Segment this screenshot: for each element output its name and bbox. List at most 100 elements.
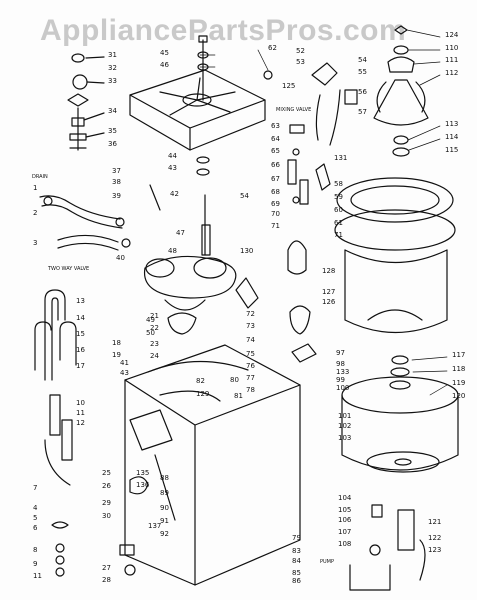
fill-hoses — [34, 289, 77, 486]
part-label-42: 42 — [170, 190, 179, 198]
part-label-92: 92 — [160, 530, 169, 538]
part-label-118: 118 — [452, 365, 465, 373]
part-label-70: 70 — [271, 210, 280, 218]
part-label-110: 110 — [445, 44, 458, 52]
part-label-71: 71 — [271, 222, 280, 230]
part-label-91: 91 — [160, 517, 169, 525]
part-label-59: 59 — [334, 193, 343, 201]
part-label-12: 12 — [76, 419, 85, 427]
part-label-131: 131 — [334, 154, 347, 162]
part-label-27: 27 — [102, 564, 111, 572]
part-label-drain: DRAIN — [32, 174, 48, 180]
part-label-10: 10 — [76, 399, 85, 407]
part-label-72: 72 — [246, 310, 255, 318]
part-label-135: 135 — [136, 469, 149, 477]
part-label-40: 40 — [116, 254, 125, 262]
agitator-assembly — [373, 25, 429, 157]
part-label-111: 111 — [445, 56, 458, 64]
part-label-71b: 71 — [334, 231, 343, 239]
part-label-24: 24 — [150, 352, 159, 360]
part-label-121: 121 — [428, 518, 441, 526]
part-label-47: 47 — [176, 229, 185, 237]
part-label-119: 119 — [452, 379, 465, 387]
part-label-37: 37 — [112, 167, 121, 175]
part-label-69: 69 — [271, 200, 280, 208]
part-label-pump: PUMP — [320, 559, 334, 565]
part-label-126: 126 — [322, 298, 336, 306]
part-label-53: 53 — [296, 58, 305, 66]
part-label-6: 6 — [33, 524, 38, 532]
part-label-39: 39 — [112, 192, 121, 200]
part-label-66: 66 — [271, 161, 280, 169]
part-label-44: 44 — [168, 152, 177, 160]
transmission-mounting-plate — [129, 35, 273, 176]
part-label-102: 102 — [338, 422, 351, 430]
part-label-84: 84 — [292, 557, 301, 565]
part-label-64: 64 — [271, 135, 280, 143]
part-label-15: 15 — [76, 330, 85, 338]
part-label-75: 75 — [246, 350, 255, 358]
part-label-130: 130 — [240, 247, 253, 255]
part-label-113: 113 — [445, 120, 458, 128]
part-label-35: 35 — [108, 127, 117, 135]
part-label-28: 28 — [102, 576, 111, 584]
part-label-5: 5 — [33, 514, 37, 522]
part-label-90: 90 — [160, 504, 169, 512]
part-label-127: 127 — [322, 288, 335, 296]
part-label-56: 56 — [358, 88, 367, 96]
part-label-98: 98 — [336, 360, 345, 368]
drain-hose-assembly — [39, 195, 131, 251]
part-label-36: 36 — [108, 140, 117, 148]
part-label-137: 137 — [148, 522, 161, 530]
wash-basket — [334, 177, 456, 333]
part-label-112: 112 — [445, 69, 458, 77]
part-label-45: 45 — [160, 49, 169, 57]
part-label-4: 4 — [33, 504, 38, 512]
part-label-101: 101 — [338, 412, 351, 420]
part-label-103: 103 — [338, 434, 351, 442]
part-label-3: 3 — [33, 239, 37, 247]
part-label-8: 8 — [33, 546, 37, 554]
part-label-54b: 54 — [358, 56, 367, 64]
transmission-gearcase — [143, 184, 259, 335]
part-label-14: 14 — [76, 314, 85, 322]
part-label-97: 97 — [336, 349, 345, 357]
part-label-57: 57 — [358, 108, 367, 116]
part-label-100: 100 — [336, 384, 349, 392]
part-label-136: 136 — [136, 481, 150, 489]
part-label-49: 49 — [146, 316, 155, 324]
washer-cabinet — [124, 344, 301, 586]
part-label-32: 32 — [108, 64, 117, 72]
part-label-21: 21 — [150, 312, 159, 320]
watermark: AppliancePartsPros.com — [40, 14, 407, 47]
part-label-25: 25 — [102, 469, 111, 477]
part-label-60: 60 — [334, 206, 343, 214]
part-label-16: 16 — [76, 346, 85, 354]
part-label-18: 18 — [112, 339, 121, 347]
part-label-124: 124 — [445, 31, 459, 39]
part-label-52: 52 — [296, 47, 305, 55]
part-label-88: 88 — [160, 474, 169, 482]
part-label-82: 82 — [196, 377, 205, 385]
part-label-11: 11 — [76, 409, 85, 417]
part-label-mixing: MIXING VALVE — [276, 107, 311, 113]
part-label-46: 46 — [160, 61, 169, 69]
lid-switch-brackets — [287, 148, 331, 363]
water-valve-parts — [289, 62, 358, 146]
part-label-80: 80 — [230, 376, 239, 384]
part-label-81: 81 — [234, 392, 243, 400]
part-label-30: 30 — [102, 512, 111, 520]
part-label-31: 31 — [108, 51, 117, 59]
part-label-85: 85 — [292, 569, 301, 577]
part-label-19: 19 — [112, 351, 121, 359]
agitator-top-small-parts — [67, 53, 105, 151]
outer-tub — [341, 355, 459, 473]
part-label-108: 108 — [338, 540, 351, 548]
part-label-106: 106 — [338, 516, 352, 524]
part-label-122: 122 — [428, 534, 441, 542]
part-label-128: 128 — [322, 267, 335, 275]
part-label-38: 38 — [112, 178, 121, 186]
part-label-54: 54 — [240, 192, 249, 200]
part-label-114: 114 — [445, 133, 459, 141]
pump-assembly — [349, 504, 426, 591]
